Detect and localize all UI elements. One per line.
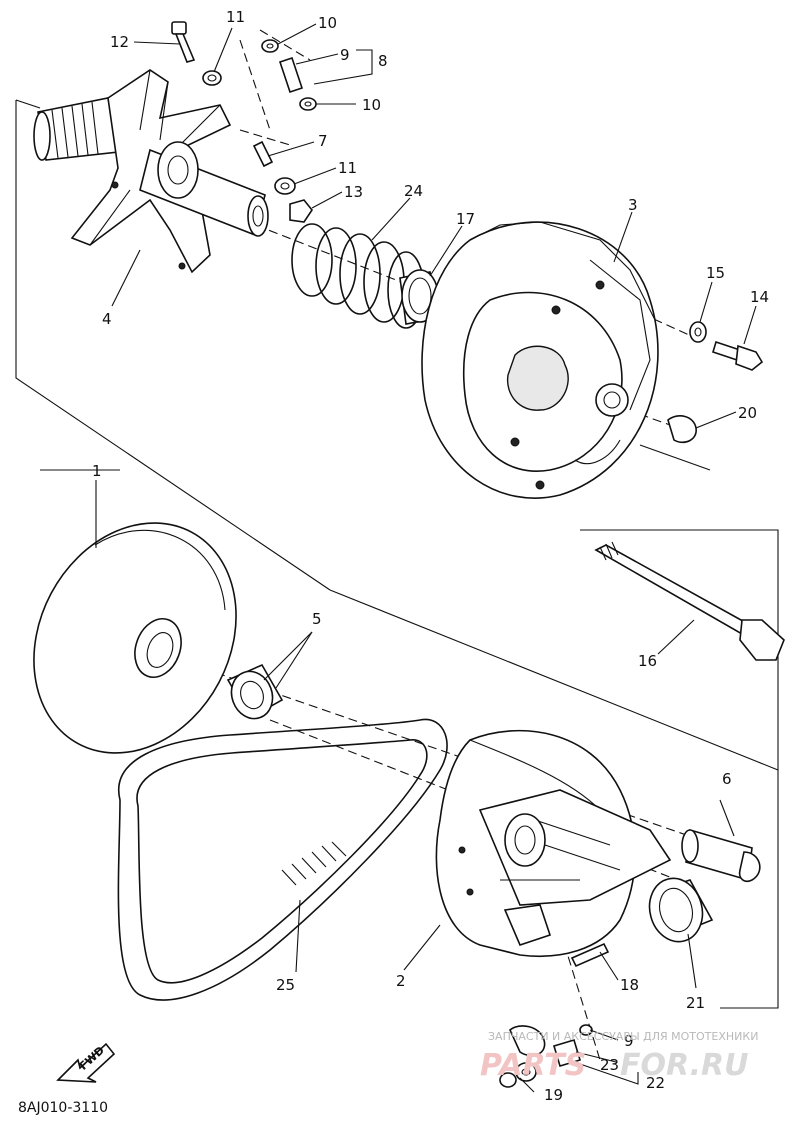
washer-part-9b (579, 1024, 593, 1036)
part-labels: 12 11 10 9 8 10 7 11 13 24 17 3 15 14 20… (92, 8, 769, 1104)
washer-part-10b (299, 97, 317, 111)
watermark-brand-b: FOR.RU (620, 1048, 749, 1083)
cover-part-3 (421, 221, 659, 499)
cover-hardware (667, 321, 764, 444)
washer-part-19 (515, 1062, 537, 1082)
label-part-24: 24 (404, 182, 423, 200)
label-part-6: 6 (722, 770, 732, 788)
label-part-12: 12 (110, 33, 129, 51)
watermark-brand-a: PARTS (480, 1048, 586, 1083)
washer-part-11a (202, 70, 222, 86)
label-part-23: 23 (600, 1056, 619, 1074)
washer-part-11b (274, 177, 296, 195)
label-part-7: 7 (318, 132, 328, 150)
sheave-part-1 (33, 522, 237, 754)
label-part-8: 8 (378, 52, 388, 70)
forward-direction-icon: FWD (56, 1042, 116, 1083)
label-part-3: 3 (628, 196, 638, 214)
bolt-part-14 (712, 340, 764, 371)
long-bolt-part-16 (594, 541, 785, 661)
ring-part-21 (648, 877, 714, 943)
diagram-code: 8AJ010-3110 (18, 1100, 108, 1116)
label-part-11b: 11 (338, 159, 357, 177)
watermark: ЗАПЧАСТИ И АКСЕССУАРЫ ДЛЯ МОТОТЕХНИКИ PA… (480, 1030, 758, 1083)
label-part-17: 17 (456, 210, 475, 228)
label-part-21: 21 (686, 994, 705, 1012)
hub-hardware-group (171, 21, 317, 223)
bushing-part-5 (226, 663, 284, 720)
label-part-15: 15 (706, 264, 725, 282)
drive-hub-part-4 (33, 69, 269, 274)
v-belt-part-25 (117, 718, 448, 1001)
label-part-25: 25 (276, 976, 295, 994)
label-part-2: 2 (396, 972, 406, 990)
bolt-part-12 (171, 21, 196, 63)
watermark-subtitle: ЗАПЧАСТИ И АКСЕССУАРЫ ДЛЯ МОТОТЕХНИКИ (488, 1030, 758, 1043)
pin-part-9 (278, 56, 304, 94)
washer-part-10a (261, 39, 279, 53)
label-part-11a: 11 (226, 8, 245, 26)
label-part-19: 19 (544, 1086, 563, 1104)
label-part-5: 5 (312, 610, 322, 628)
washer-part-15 (689, 321, 707, 343)
weight-part (509, 1025, 546, 1057)
reference-frame-lines (15, 99, 779, 1009)
sleeve-part-6 (681, 828, 761, 883)
label-part-9b: 9 (624, 1032, 634, 1050)
label-part-14: 14 (750, 288, 769, 306)
roller-part-23 (553, 1039, 581, 1067)
label-part-1: 1 (92, 462, 102, 480)
label-part-9a: 9 (340, 46, 350, 64)
pin-part-7 (252, 140, 274, 168)
label-part-22: 22 (646, 1074, 665, 1092)
label-part-20: 20 (738, 404, 757, 422)
label-part-18: 18 (620, 976, 639, 994)
label-part-10b: 10 (362, 96, 381, 114)
leader-lines (95, 23, 757, 1093)
label-part-13: 13 (344, 183, 363, 201)
label-part-16: 16 (638, 652, 657, 670)
label-part-10a: 10 (318, 14, 337, 32)
nut-part-13 (289, 199, 313, 223)
label-part-4: 4 (102, 310, 112, 328)
clip-part-20 (667, 415, 697, 444)
pin-part-18 (570, 942, 610, 968)
weight-hardware-group (499, 1024, 593, 1088)
sheave-assembly-part-2 (435, 729, 672, 958)
